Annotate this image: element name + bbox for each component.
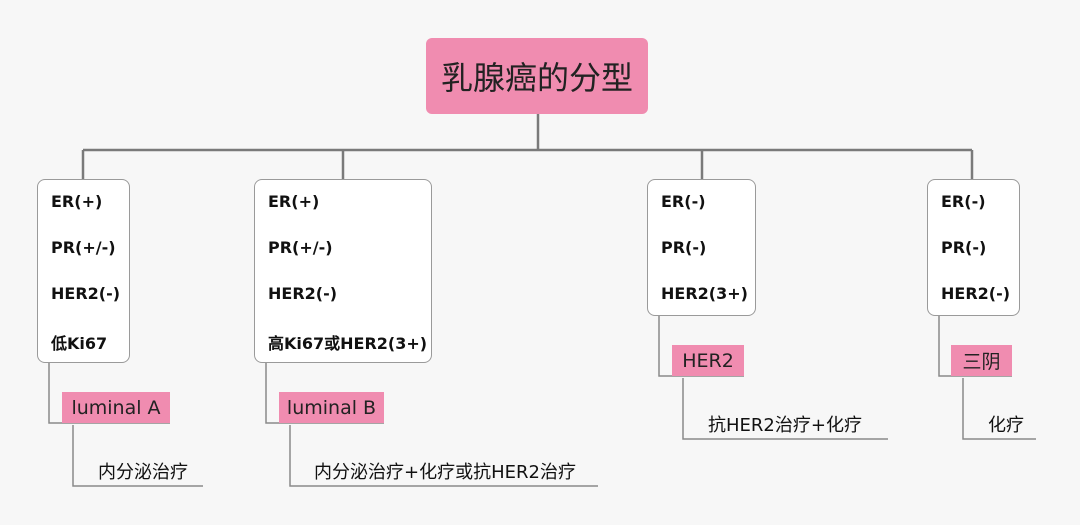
- card-triple-negative: ER(-) PR(-) HER2(-): [927, 179, 1020, 316]
- tag-luminal-a: luminal A: [62, 392, 170, 423]
- attr-er: ER(+): [51, 192, 103, 211]
- treatment-luminal-b: 内分泌治疗+化疗或抗HER2治疗: [314, 462, 576, 483]
- attr-ki67: 高Ki67或HER2(3+): [268, 334, 428, 353]
- elbow-her2: [658, 315, 744, 377]
- attr-ki67: 低Ki67: [51, 334, 108, 353]
- card-her2: ER(-) PR(-) HER2(3+): [647, 179, 756, 316]
- attr-her2: HER2(-): [941, 284, 1011, 303]
- attr-pr: PR(+/-): [268, 238, 333, 257]
- elbow-treat-luminal-a: [72, 425, 203, 487]
- elbow-treat-luminal-b: [289, 425, 598, 487]
- elbow-treat-triple-negative: [962, 378, 1036, 440]
- tag-luminal-b: luminal B: [279, 392, 384, 423]
- elbow-luminal-a: [48, 362, 170, 424]
- attr-her2: HER2(-): [268, 284, 338, 303]
- attr-pr: PR(-): [661, 238, 707, 257]
- diagram-root-title: 乳腺癌的分型: [426, 38, 648, 114]
- attr-er: ER(-): [661, 192, 706, 211]
- card-luminal-a: ER(+) PR(+/-) HER2(-) 低Ki67: [37, 179, 130, 363]
- elbow-treat-her2: [682, 378, 888, 440]
- attr-er: ER(-): [941, 192, 986, 211]
- attr-her2: HER2(3+): [661, 284, 748, 303]
- attr-er: ER(+): [268, 192, 320, 211]
- attr-pr: PR(-): [941, 238, 987, 257]
- treatment-her2: 抗HER2治疗+化疗: [708, 415, 862, 436]
- elbow-luminal-b: [265, 362, 384, 424]
- tag-triple-negative: 三阴: [951, 345, 1012, 376]
- attr-pr: PR(+/-): [51, 238, 116, 257]
- tag-her2: HER2: [672, 345, 744, 376]
- attr-her2: HER2(-): [51, 284, 121, 303]
- card-luminal-b: ER(+) PR(+/-) HER2(-) 高Ki67或HER2(3+): [254, 179, 432, 363]
- treatment-luminal-a: 内分泌治疗: [98, 462, 188, 483]
- treatment-triple-negative: 化疗: [988, 415, 1024, 436]
- elbow-triple-negative: [938, 315, 1012, 377]
